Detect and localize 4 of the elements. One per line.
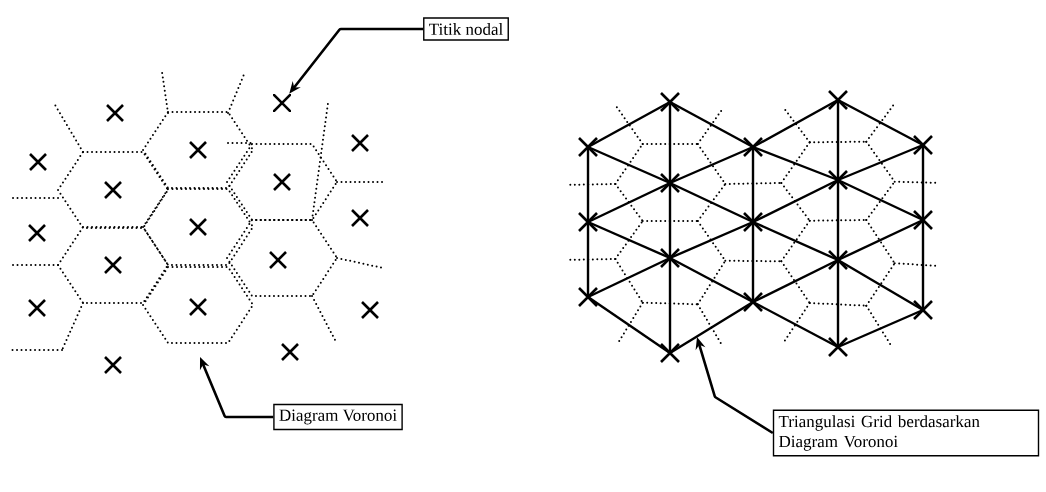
- label-box: Triangulasi Grid berdasarkan Diagram Voronoi: [772, 409, 1040, 457]
- label-box: Diagram Voronoi: [273, 403, 403, 431]
- cross-mark: [273, 94, 291, 112]
- label-box: Titik nodal: [423, 17, 509, 41]
